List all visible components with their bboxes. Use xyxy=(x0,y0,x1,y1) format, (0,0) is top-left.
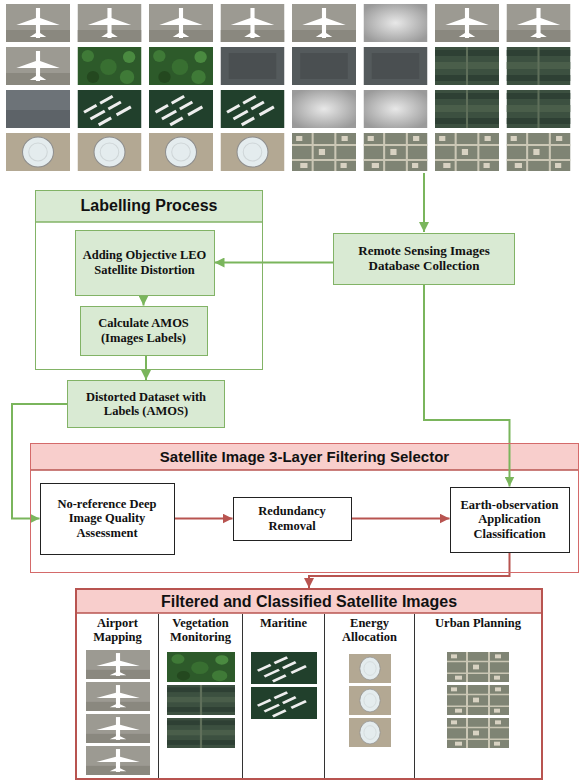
satellite-tile xyxy=(6,47,70,85)
category-label: Airport Mapping xyxy=(79,616,156,645)
category-column: Energy Allocation xyxy=(325,614,415,778)
satellite-tile xyxy=(447,718,509,748)
group-panel: Satellite Image 3-Layer Filtering Select… xyxy=(30,443,579,573)
satellite-tile xyxy=(435,4,499,42)
satellite-tile xyxy=(292,47,356,85)
satellite-tile xyxy=(364,90,428,128)
satellite-tile xyxy=(78,4,142,42)
category-label: Vegetation Monitoring xyxy=(161,616,240,645)
satellite-tile xyxy=(6,4,70,42)
satellite-tile xyxy=(507,47,571,85)
flow-arrow xyxy=(309,553,510,589)
header-fill xyxy=(30,443,579,470)
category-column: Urban Planning xyxy=(415,614,541,778)
satellite-tile xyxy=(507,4,571,42)
box-label: Adding Objective LEO Satellite Distortio… xyxy=(81,248,209,277)
process-box: No-reference Deep Image Quality Assessme… xyxy=(40,483,175,555)
header-fill xyxy=(35,190,263,222)
satellite-tile xyxy=(221,47,285,85)
satellite-tile xyxy=(78,47,142,85)
satellite-tile xyxy=(435,47,499,85)
satellite-tile xyxy=(149,133,213,171)
group-panel: Filtered and Classified Satellite Images… xyxy=(75,588,543,780)
satellite-tile xyxy=(149,90,213,129)
category-label: Maritine xyxy=(245,616,322,630)
flow-arrow xyxy=(145,356,147,381)
box-label: Remote Sensing Images Database Collectio… xyxy=(339,244,509,274)
satellite-tile xyxy=(149,47,213,85)
satellite-tile xyxy=(447,652,509,682)
category-column: Maritine xyxy=(243,614,325,778)
satellite-tile xyxy=(507,90,571,128)
box-label: Earth-observation Application Classifica… xyxy=(456,498,564,541)
category-label: Urban Planning xyxy=(417,616,539,630)
satellite-tile xyxy=(6,90,70,128)
satellite-tile xyxy=(251,652,317,685)
satellite-tile xyxy=(349,718,391,747)
satellite-tile xyxy=(86,746,150,775)
satellite-tile xyxy=(349,654,391,683)
process-box: Distorted Dataset with Labels (AMOS) xyxy=(67,380,225,428)
satellite-tile xyxy=(435,133,499,171)
process-box: Adding Objective LEO Satellite Distortio… xyxy=(75,230,215,296)
box-label: Redundancy Removal xyxy=(239,504,346,533)
group-panel: Labelling ProcessAdding Objective LEO Sa… xyxy=(35,190,263,370)
category-column: Vegetation Monitoring xyxy=(159,614,243,778)
satellite-tile xyxy=(435,90,499,128)
satellite-tile xyxy=(86,682,150,711)
panel-heading: Filtered and Classified Satellite Images xyxy=(77,590,541,613)
flow-arrow xyxy=(352,518,450,520)
header-fill xyxy=(75,588,543,613)
category-column: Airport Mapping xyxy=(77,614,159,778)
satellite-tile xyxy=(292,90,356,128)
satellite-tile xyxy=(86,714,150,743)
process-box: Earth-observation Application Classifica… xyxy=(450,487,570,553)
satellite-tile xyxy=(221,90,285,129)
satellite-tile xyxy=(78,133,142,171)
flow-arrow xyxy=(143,296,145,306)
satellite-tile xyxy=(364,47,428,85)
satellite-tile xyxy=(167,652,235,682)
satellite-tile xyxy=(221,133,285,171)
flow-arrow xyxy=(175,518,233,520)
satellite-tile xyxy=(364,133,428,171)
process-box: Calculate AMOS (Images Labels) xyxy=(80,306,208,356)
satellite-tile xyxy=(6,133,70,171)
satellite-tile xyxy=(292,133,356,171)
process-box: Redundancy Removal xyxy=(233,497,352,541)
box-label: Calculate AMOS (Images Labels) xyxy=(86,316,202,345)
flow-arrow xyxy=(423,173,425,232)
satellite-tile xyxy=(507,133,571,171)
box-label: Distorted Dataset with Labels (AMOS) xyxy=(73,390,219,419)
header-rule xyxy=(30,469,579,471)
satellite-tile xyxy=(167,718,235,748)
satellite-tile xyxy=(251,687,317,720)
satellite-tile xyxy=(349,686,391,715)
satellite-tile xyxy=(78,90,142,129)
panel-heading: Labelling Process xyxy=(36,191,262,222)
process-box: Remote Sensing Images Database Collectio… xyxy=(333,233,515,285)
panel-heading: Satellite Image 3-Layer Filtering Select… xyxy=(31,444,578,470)
satellite-tile xyxy=(86,650,150,679)
satellite-tile xyxy=(221,4,285,42)
category-label: Energy Allocation xyxy=(327,616,412,645)
flow-arrow xyxy=(215,262,334,264)
header-rule xyxy=(35,221,263,223)
satellite-tile xyxy=(149,4,213,42)
satellite-tile xyxy=(447,685,509,715)
satellite-tile xyxy=(292,4,356,42)
satellite-tile xyxy=(167,685,235,715)
box-label: No-reference Deep Image Quality Assessme… xyxy=(46,497,169,540)
satellite-tile xyxy=(364,4,428,42)
